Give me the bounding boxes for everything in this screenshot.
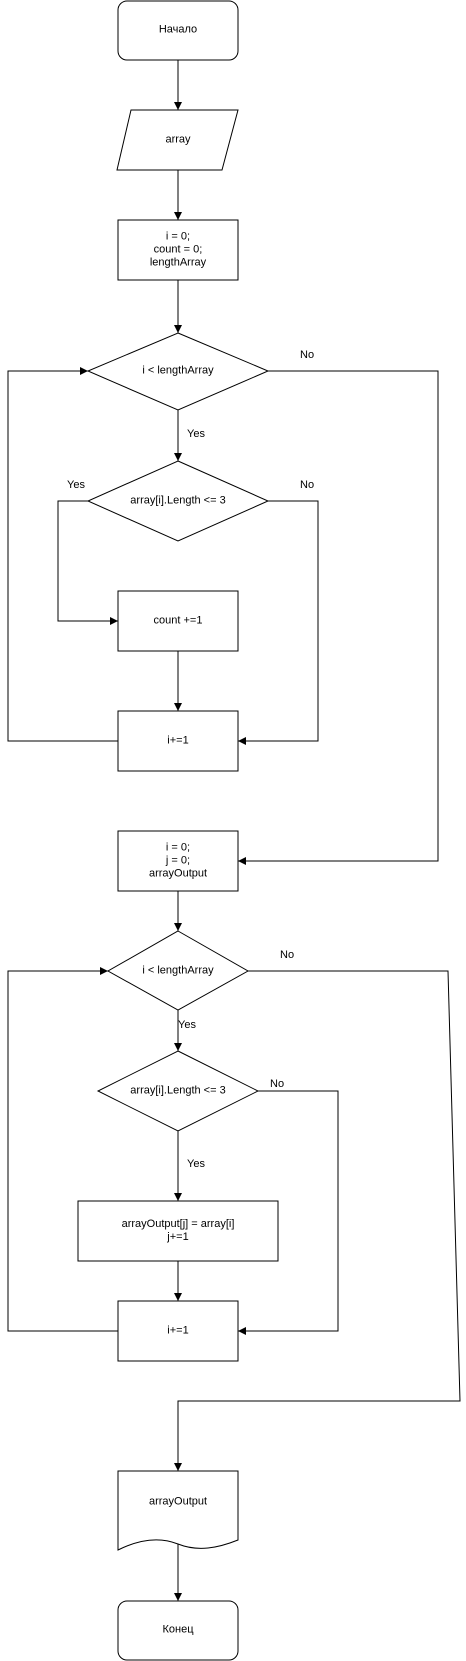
cond-len1-label: array[i].Length <= 3 (130, 494, 226, 507)
end-label: Конец (162, 1623, 194, 1636)
len1-no-label: No (300, 479, 315, 491)
start-label: Начало (158, 23, 198, 36)
len2-yes-label: Yes (187, 1158, 205, 1170)
edge-len2-no (238, 1090, 339, 1335)
edge-loop1-no (238, 370, 439, 865)
cond-len2-label: array[i].Length <= 3 (130, 1084, 226, 1097)
loop2-no-label: No (280, 949, 295, 961)
loop1-yes-label: Yes (187, 428, 205, 440)
cond-loop1-label: i < lengthArray (142, 364, 214, 377)
cond-loop2-label: i < lengthArray (142, 964, 214, 977)
i-inc1-label: i+=1 (167, 734, 189, 747)
init2-label: i = 0; j = 0; arrayOutput (148, 841, 208, 880)
assign-output-label: arrayOutput[j] = array[i] j+=1 (121, 1218, 235, 1243)
edge-iinc1-loopback (7, 367, 118, 742)
init2-process (117, 830, 239, 892)
count-inc-label: count +=1 (153, 614, 203, 627)
edge-iinc2-loopback (7, 967, 118, 1332)
loop1-no-label: No (300, 349, 315, 361)
output-doc-label: arrayOutput (148, 1495, 208, 1508)
edge-loop2-no (174, 970, 461, 1471)
edge-len1-no (238, 500, 319, 745)
init1-label: i = 0; count = 0; lengthArray (149, 230, 207, 269)
len2-no-label: No (270, 1078, 285, 1090)
len1-decision (86, 460, 270, 542)
input-parallelogram (116, 109, 239, 171)
count-inc-process (117, 590, 239, 652)
edge-len1-yes (57, 500, 118, 625)
loop2-yes-label: Yes (178, 1019, 196, 1031)
input-array-label: array (165, 133, 191, 146)
i-inc2-label: i+=1 (167, 1324, 189, 1337)
init1-process (117, 219, 239, 281)
output-document (117, 1470, 239, 1551)
i-inc2-process (117, 1300, 239, 1362)
len1-yes-label: Yes (67, 479, 85, 491)
